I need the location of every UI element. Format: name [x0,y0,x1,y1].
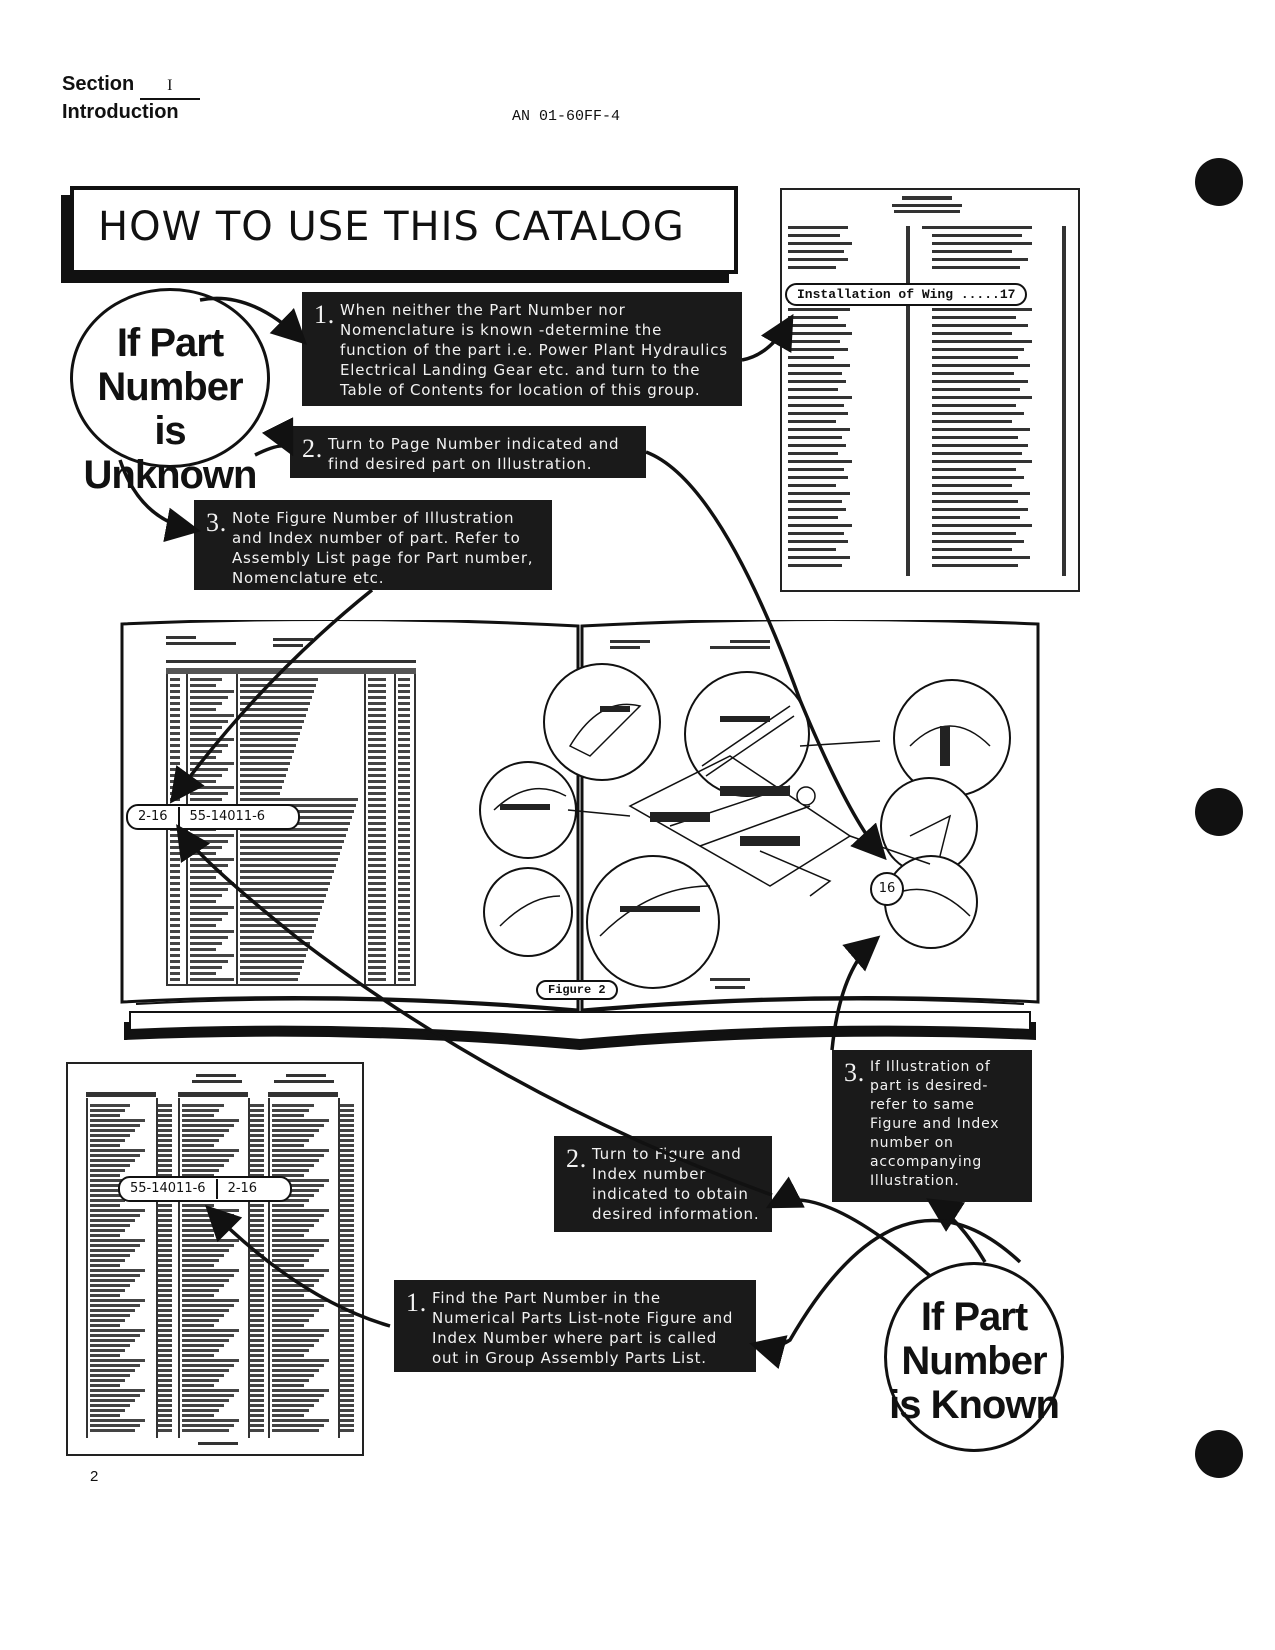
known-circle-line1: If Part [920,1295,1028,1339]
section-header: Section I Introduction [62,72,200,124]
assembly-callout-index: 2-16 [138,809,168,824]
illustration-page: Figure 2 16 [470,636,1015,1006]
unknown-step-3-number: 3. [206,508,228,537]
section-label: Section [62,73,135,95]
numerical-list-callout: 55-14011-6 2-16 [118,1176,292,1202]
assembly-callout-part: 55-14011-6 [177,807,276,827]
unknown-step-3: 3. Note Figure Number of Illustration an… [194,500,552,590]
binder-hole-icon [1195,788,1243,836]
unknown-step-3-text: Note Figure Number of Illustration and I… [232,509,534,587]
known-step-2: 2. Turn to Figure and Index number indic… [554,1136,772,1232]
figure-label: Figure 2 [536,980,618,1000]
known-circle-line2: Number [901,1339,1047,1383]
unknown-circle-line1: If Part [116,321,224,365]
numerical-parts-list-page [66,1062,364,1456]
known-step-3-number: 3. [844,1058,866,1087]
unknown-step-2-text: Turn to Page Number indicated and find d… [328,435,620,473]
known-step-3: 3. If Illustration of part is desired-re… [832,1050,1032,1202]
document-number: AN 01-60FF-4 [512,108,621,125]
unknown-step-1-number: 1. [314,300,336,329]
unknown-step-1: 1. When neither the Part Number nor Nome… [302,292,742,406]
toc-lines-icon [788,226,1066,576]
assembly-list-callout: 2-16 55-14011-6 [126,804,300,830]
unknown-part-number-circle: If Part Number is Unknown [70,288,270,497]
known-step-3-text: If Illustration of part is desired-refer… [870,1059,1000,1189]
known-step-2-text: Turn to Figure and Index number indicate… [592,1145,760,1223]
table-of-contents-thumbnail: Installation of Wing .....17 [780,188,1080,592]
numerical-list-lines-icon [86,1074,354,1445]
numerical-callout-part: 55-14011-6 [130,1181,206,1196]
unknown-step-2-number: 2. [302,434,324,463]
known-circle-line3: is Known [889,1383,1060,1427]
toc-callout: Installation of Wing .....17 [785,283,1028,306]
wing-illustration-icon [479,640,1011,989]
numerical-callout-index: 2-16 [215,1179,268,1199]
index-number-circle: 16 [870,872,904,906]
unknown-circle-line2: Number [97,365,243,409]
catalog-title: HOW TO USE THIS CATALOG [98,204,685,250]
section-title: Introduction [62,101,179,123]
known-step-2-number: 2. [566,1144,588,1173]
catalog-title-box: HOW TO USE THIS CATALOG [70,186,738,274]
binder-hole-icon [1195,1430,1243,1478]
known-step-1-text: Find the Part Number in the Numerical Pa… [432,1289,734,1367]
known-part-number-circle: If Part Number is Known [884,1262,1064,1452]
section-number: I [139,74,200,100]
known-step-1-number: 1. [406,1288,428,1317]
known-step-1: 1. Find the Part Number in the Numerical… [394,1280,756,1372]
binder-hole-icon [1195,158,1243,206]
unknown-circle-line3: is Unknown [83,409,258,497]
unknown-step-1-text: When neither the Part Number nor Nomencl… [340,301,728,399]
page-number: 2 [90,1468,99,1485]
unknown-step-2: 2. Turn to Page Number indicated and fin… [290,426,646,478]
